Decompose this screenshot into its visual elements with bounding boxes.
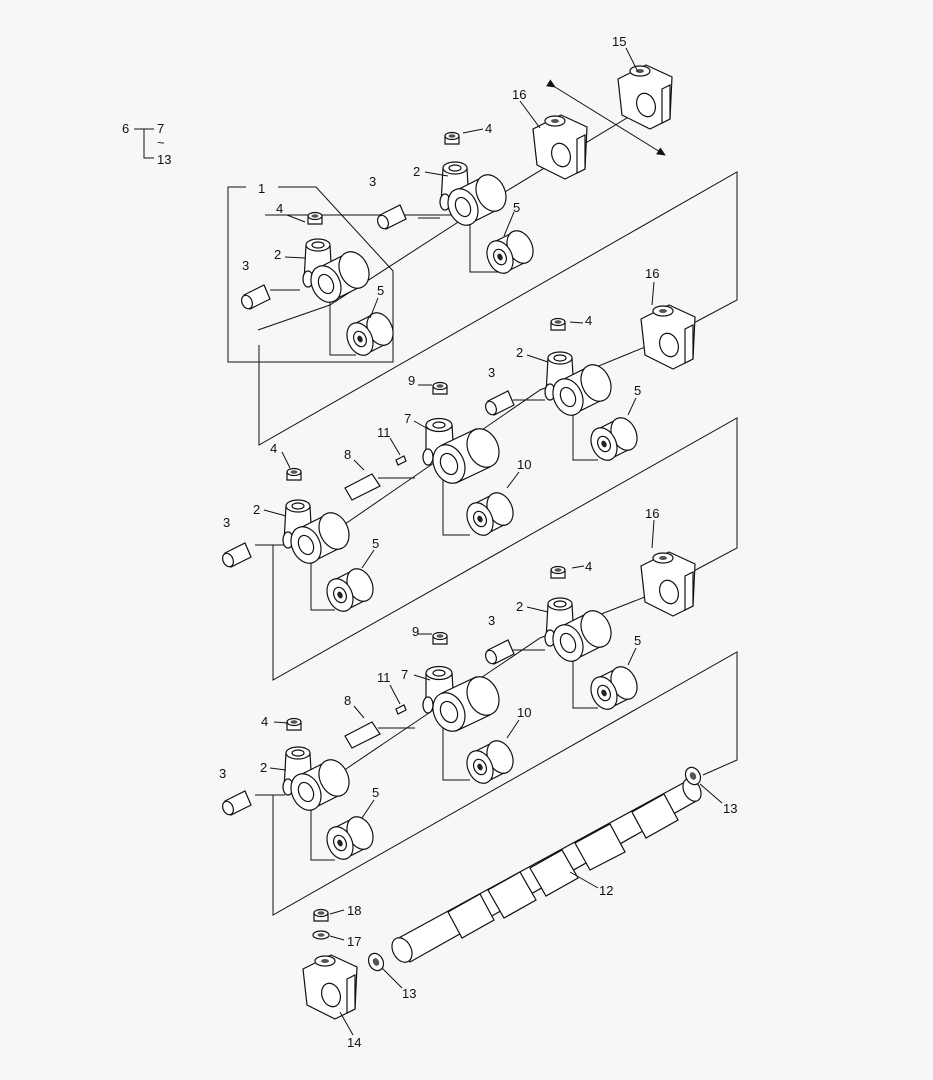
callout-8: 8 <box>344 693 351 708</box>
callout-9: 9 <box>408 373 415 388</box>
group-label-range-start: 7 <box>157 121 164 136</box>
pin-8-b <box>344 721 381 749</box>
group-label-range-end: 13 <box>157 152 171 167</box>
bracket-16-low <box>640 551 696 617</box>
callout-2: 2 <box>516 345 523 360</box>
pin-3-c <box>482 390 515 418</box>
roller-5-b <box>341 307 399 361</box>
spring-pin-11-a <box>395 455 407 466</box>
callout-labels: 15 16 4 2 3 5 1 4 2 3 5 16 4 2 3 5 9 7 1… <box>219 34 737 1050</box>
rocker-arm-2-d <box>282 499 356 569</box>
callout-3: 3 <box>369 174 376 189</box>
plug-13-a <box>684 766 702 786</box>
callout-18: 18 <box>347 903 361 918</box>
group-label: 6 7 ~ 13 <box>122 121 171 167</box>
callout-5: 5 <box>634 383 641 398</box>
roller-10-a <box>461 487 519 541</box>
callout-7: 7 <box>404 411 411 426</box>
callout-5: 5 <box>513 200 520 215</box>
rocker-arm-2-a <box>439 161 513 231</box>
callout-4: 4 <box>270 441 277 456</box>
group-label-parent: 6 <box>122 121 129 136</box>
callout-16: 16 <box>645 266 659 281</box>
pin-3-a <box>374 204 407 232</box>
roller-5-f <box>321 811 379 865</box>
rocker-arm-7-b <box>422 665 506 738</box>
rocker-arm-2-c <box>544 351 618 421</box>
pin-3-e <box>482 639 515 667</box>
callout-12: 12 <box>599 883 613 898</box>
callout-4: 4 <box>261 714 268 729</box>
roller-5-a <box>481 225 539 279</box>
callout-13: 13 <box>402 986 416 1001</box>
callout-3: 3 <box>219 766 226 781</box>
bracket-16-top <box>532 114 588 180</box>
callout-11: 11 <box>377 670 391 685</box>
pin-3-f <box>219 790 252 818</box>
callout-3: 3 <box>223 515 230 530</box>
group-label-range-sep: ~ <box>157 135 165 150</box>
callout-10: 10 <box>517 457 531 472</box>
callout-4: 4 <box>585 559 592 574</box>
callout-16: 16 <box>512 87 526 102</box>
bracket-14 <box>302 954 358 1020</box>
rocker-arm-2-f <box>282 746 356 816</box>
rocker-arm-2-e <box>544 597 618 667</box>
nut-4-c <box>550 317 566 331</box>
callout-4: 4 <box>276 201 283 216</box>
plug-13-b <box>367 952 385 972</box>
callout-2: 2 <box>413 164 420 179</box>
pin-8-a <box>344 473 381 501</box>
callout-14: 14 <box>347 1035 361 1050</box>
bracket-16-mid <box>640 304 696 370</box>
callout-11: 11 <box>377 425 391 440</box>
callout-17: 17 <box>347 934 361 949</box>
bracket-15 <box>617 64 673 130</box>
callout-2: 2 <box>516 599 523 614</box>
camshaft-12 <box>391 778 702 963</box>
callout-5: 5 <box>634 633 641 648</box>
nut-4-e <box>550 565 566 579</box>
callout-3: 3 <box>488 365 495 380</box>
spring-pin-11-b <box>395 704 407 715</box>
callout-7: 7 <box>401 667 408 682</box>
nut-4-a <box>444 131 460 145</box>
callout-2: 2 <box>274 247 281 262</box>
callout-3: 3 <box>488 613 495 628</box>
nut-4-b <box>307 211 323 225</box>
callout-9: 9 <box>412 624 419 639</box>
roller-5-d <box>321 563 379 617</box>
roller-5-e <box>585 661 643 715</box>
parts <box>219 64 702 1020</box>
callout-16: 16 <box>645 506 659 521</box>
callout-2: 2 <box>260 760 267 775</box>
callout-2: 2 <box>253 502 260 517</box>
callout-10: 10 <box>517 705 531 720</box>
callout-3: 3 <box>242 258 249 273</box>
roller-5-c <box>585 412 643 466</box>
pin-3-d <box>219 542 252 570</box>
nut-18 <box>313 908 329 922</box>
roller-10-b <box>461 735 519 789</box>
callout-1: 1 <box>258 181 265 196</box>
assembly-frames <box>227 171 738 916</box>
nut-4-d <box>286 467 302 481</box>
rocker-arm-2-b <box>302 238 376 308</box>
nut-9-a <box>432 381 448 395</box>
nut-4-f <box>286 717 302 731</box>
pin-3-b <box>238 284 271 312</box>
callout-5: 5 <box>372 785 379 800</box>
callout-15: 15 <box>612 34 626 49</box>
callout-4: 4 <box>585 313 592 328</box>
rocker-arm-7-a <box>422 417 506 490</box>
nut-9-b <box>432 631 448 645</box>
leader-lines <box>263 47 723 1036</box>
callout-5: 5 <box>377 283 384 298</box>
callout-8: 8 <box>344 447 351 462</box>
callout-4: 4 <box>485 121 492 136</box>
callout-5: 5 <box>372 536 379 551</box>
callout-13: 13 <box>723 801 737 816</box>
